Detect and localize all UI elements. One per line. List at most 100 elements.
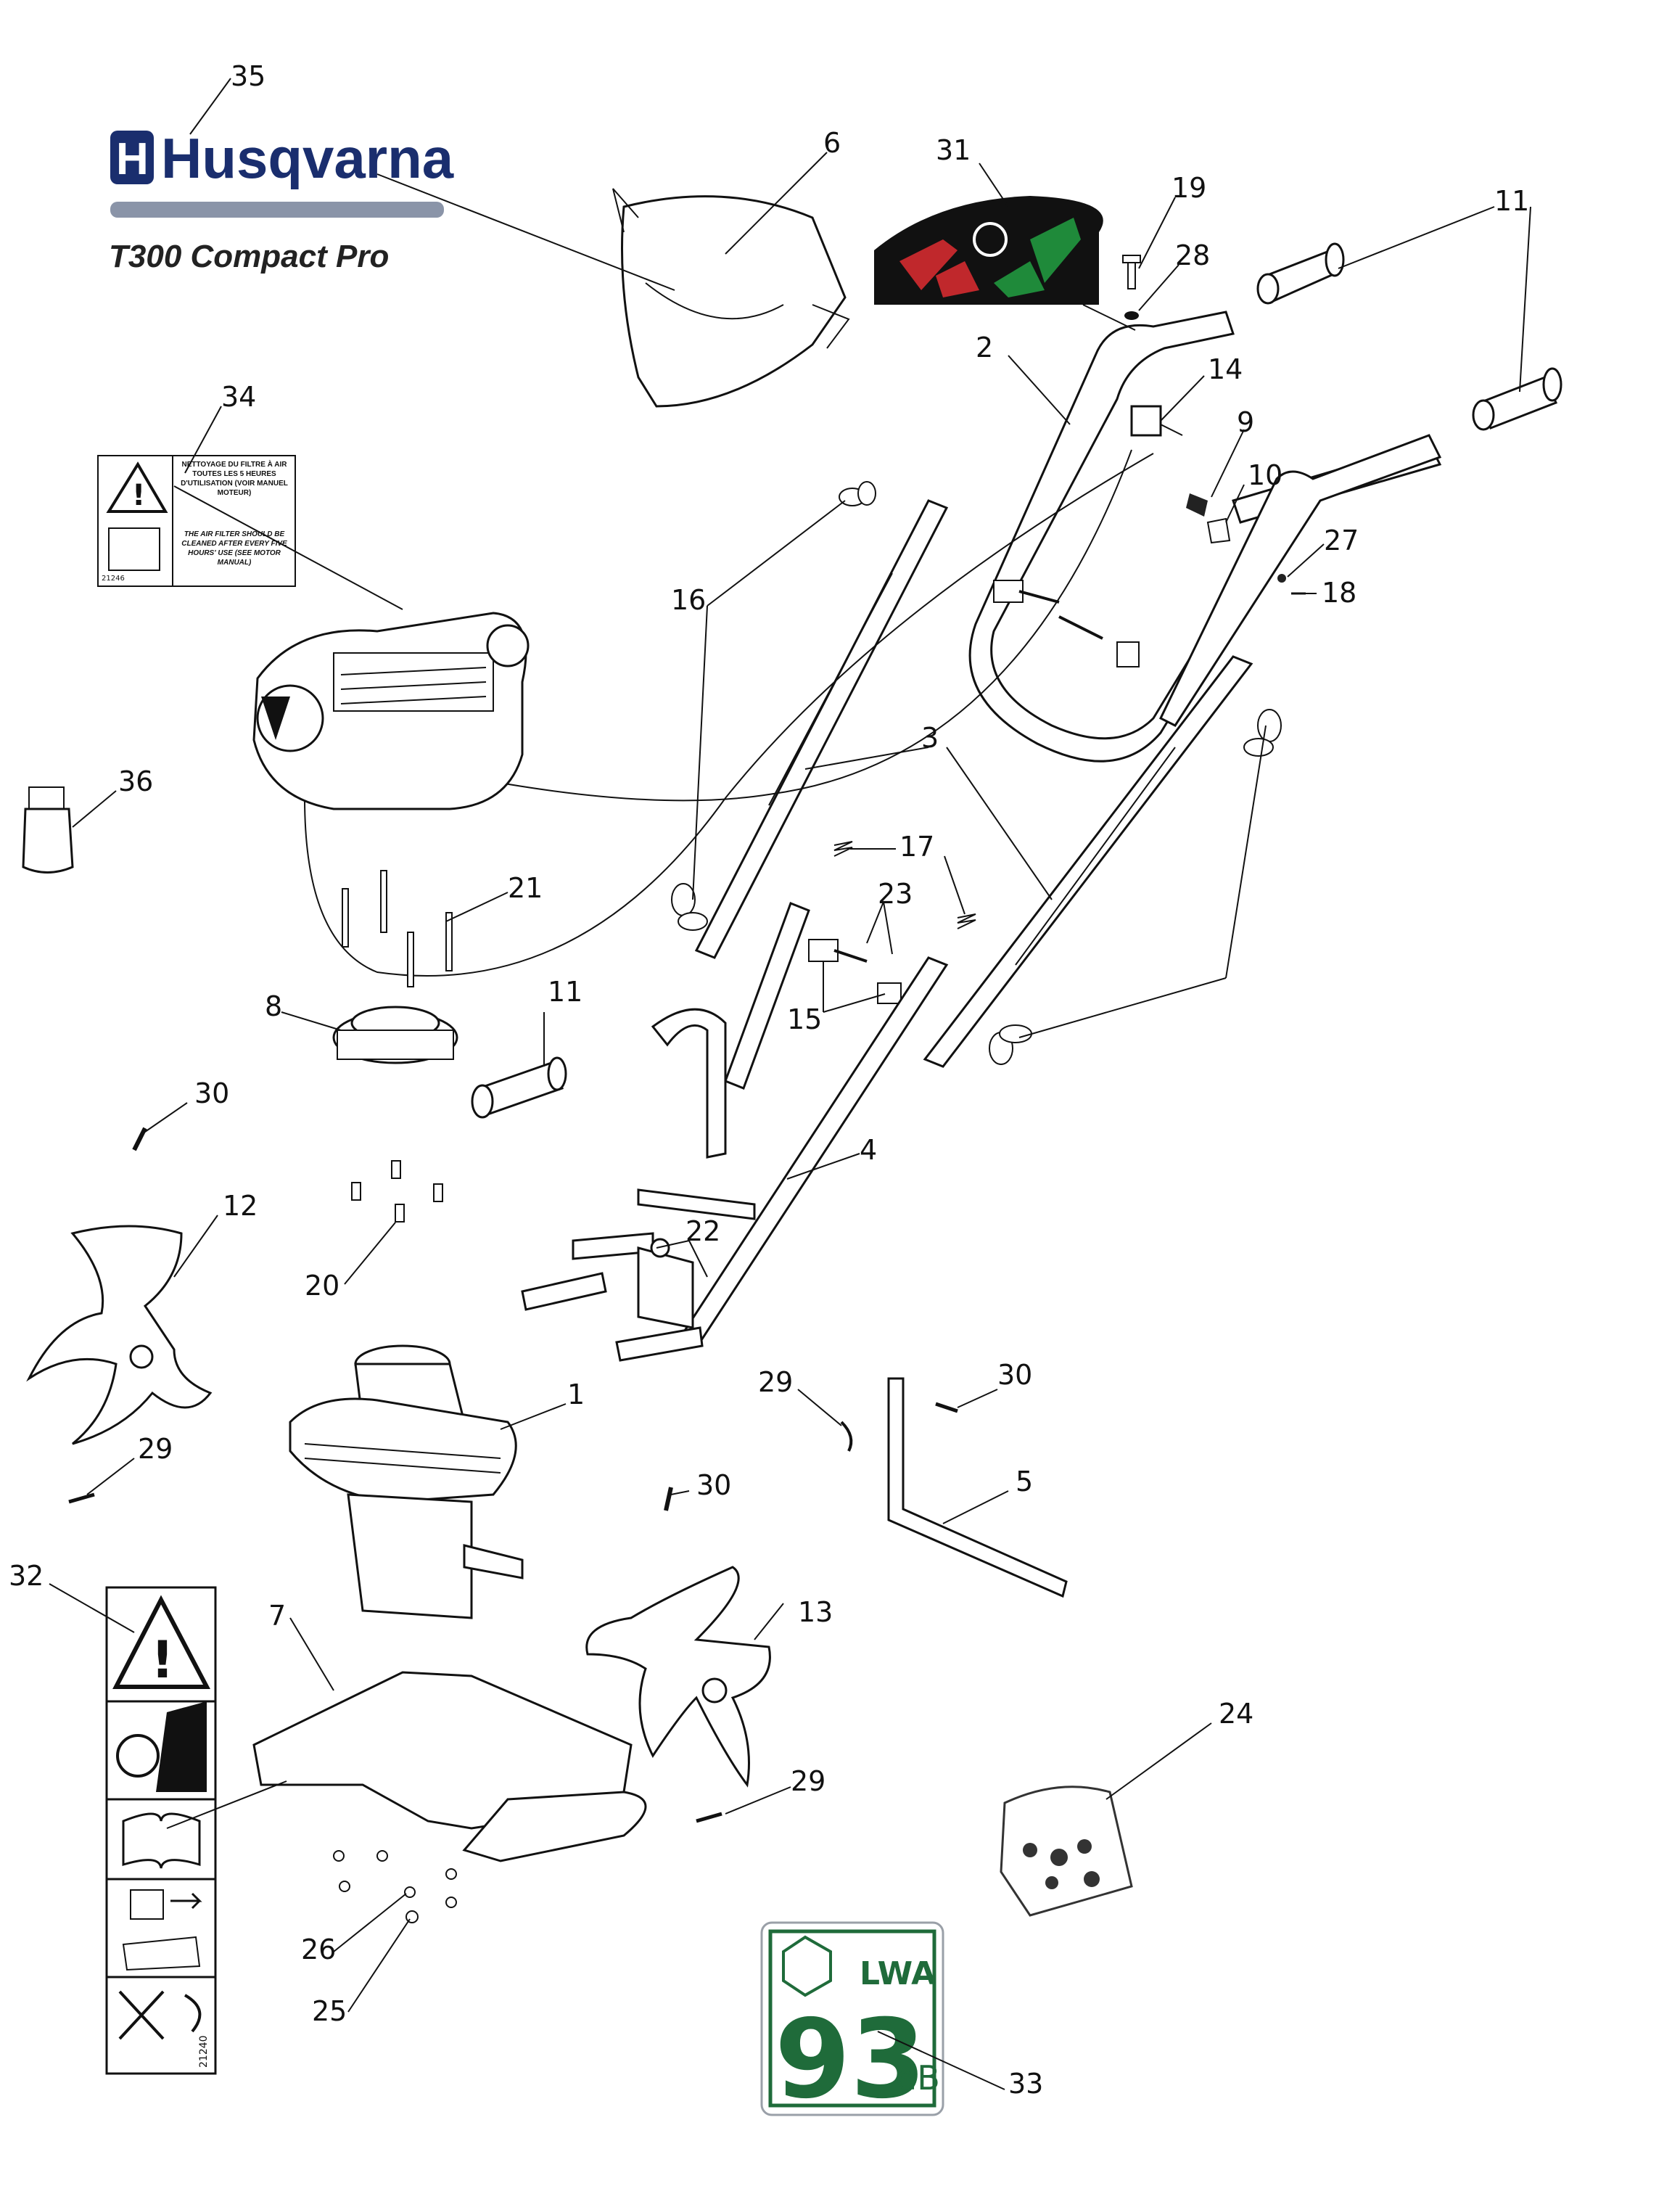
callout-30: 30 — [997, 1359, 1032, 1391]
callout-31: 31 — [936, 134, 971, 166]
svg-text:21240: 21240 — [198, 2035, 210, 2068]
part-21-bolts — [342, 870, 453, 987]
part-7-shield — [252, 1671, 647, 1862]
callout-32: 32 — [9, 1560, 44, 1592]
callout-10: 10 — [1248, 459, 1282, 491]
part-4-lower-frame — [521, 902, 949, 1362]
callout-20: 20 — [305, 1270, 339, 1302]
filter-icon — [108, 527, 160, 571]
warning-icon — [112, 1595, 210, 1689]
callout-labels: 35 6 31 19 28 11 2 14 9 10 27 18 34 16 3… — [9, 60, 1529, 2100]
part-19-screw — [1122, 255, 1141, 289]
part-10-bracket — [1206, 517, 1231, 544]
callout-18: 18 — [1322, 577, 1356, 609]
callout-19: 19 — [1172, 172, 1206, 204]
callout-35: 35 — [231, 60, 265, 92]
svg-text:93: 93 — [775, 1997, 926, 2123]
part-8-ring — [332, 1006, 458, 1064]
part-16-wingnut-c — [1243, 709, 1282, 757]
part-3-tube-right — [923, 655, 1253, 1068]
callout-5: 5 — [1016, 1466, 1033, 1497]
callout-30: 30 — [696, 1469, 731, 1501]
part-17-springs — [833, 841, 976, 929]
callout-29: 29 — [758, 1366, 793, 1398]
part-30-pin-c — [664, 1487, 673, 1511]
part-30-pin-a — [132, 1127, 147, 1151]
callout-11: 11 — [548, 976, 582, 1008]
engine-assembly — [252, 612, 530, 810]
hand-tine-icon — [156, 1701, 207, 1792]
callout-26: 26 — [301, 1934, 336, 1965]
part-11-grip-b — [1472, 367, 1562, 431]
part-6-cover — [612, 188, 850, 408]
callout-16: 16 — [671, 584, 706, 616]
part-29-clip-b — [840, 1421, 853, 1452]
callout-11: 11 — [1494, 185, 1529, 217]
callout-8: 8 — [265, 990, 282, 1022]
husqvarna-logo: H Husqvarna T300 Compact Pro — [109, 126, 454, 274]
callout-2: 2 — [976, 332, 993, 363]
part-11-grip-c — [471, 1056, 567, 1119]
callout-36: 36 — [118, 765, 153, 797]
part-29-clip-a — [68, 1492, 95, 1504]
part-23-bolt — [833, 949, 868, 963]
callout-17: 17 — [899, 831, 934, 863]
part-12-tine — [26, 1225, 213, 1445]
part-16-wingnut-d — [989, 1024, 1032, 1065]
part-16-wingnut-a — [839, 481, 876, 506]
callout-23: 23 — [878, 878, 913, 910]
callout-30: 30 — [194, 1077, 229, 1109]
callout-12: 12 — [223, 1190, 258, 1222]
part-24-hardware-bag — [1000, 1786, 1133, 1917]
part-13-tine — [585, 1566, 771, 1788]
part-29-clip-c — [696, 1812, 722, 1823]
brand-name: Husqvarna — [161, 126, 454, 190]
part-32-decal: ! 21240 — [105, 1586, 217, 2075]
cable-loop — [464, 449, 1132, 802]
callout-13: 13 — [798, 1596, 833, 1628]
callout-9: 9 — [1237, 406, 1254, 438]
model-name: T300 Compact Pro — [109, 239, 389, 274]
callout-29: 29 — [138, 1433, 173, 1465]
part-15-clamp-a — [808, 939, 839, 962]
callout-4: 4 — [860, 1134, 877, 1166]
callout-3: 3 — [921, 722, 939, 754]
callout-15: 15 — [787, 1003, 822, 1035]
part-1-gearbox — [289, 1344, 524, 1619]
handle-bolts — [993, 580, 1140, 667]
decal-34-french-text: NETTOYAGE DU FILTRE À AIR TOUTES LES 5 H… — [181, 461, 288, 497]
part-28-washer — [1124, 311, 1139, 320]
part-16-wingnut-b — [671, 883, 708, 931]
callout-7: 7 — [268, 1600, 286, 1632]
part-9-lever — [1186, 493, 1208, 517]
manual-icon — [122, 1812, 201, 1869]
part-3-tube-left — [694, 499, 949, 959]
callout-1: 1 — [567, 1378, 585, 1410]
callout-22: 22 — [685, 1215, 720, 1247]
callout-6: 6 — [823, 127, 841, 159]
callout-14: 14 — [1208, 353, 1243, 385]
warning-icon — [106, 461, 168, 513]
filter-icon — [130, 1889, 164, 1920]
callout-34: 34 — [221, 381, 256, 413]
svg-text:!: ! — [151, 1630, 174, 1690]
part-33-decal: LWA 93 dB — [760, 1921, 944, 2123]
part-5-stand — [887, 1377, 1068, 1598]
sound-icon — [782, 1935, 832, 1997]
svg-text:LWA: LWA — [860, 1955, 936, 1992]
part-34-decal: ! 21246 — [97, 455, 296, 587]
part-14-clamp — [1130, 405, 1162, 437]
part-27-nut — [1277, 574, 1286, 583]
part-26-nuts — [333, 1850, 457, 1908]
svg-text:!: ! — [132, 479, 145, 512]
svg-text:dB: dB — [896, 2058, 940, 2097]
callout-25: 25 — [312, 1995, 347, 2027]
callout-28: 28 — [1175, 239, 1210, 271]
part-20-screws — [351, 1160, 443, 1223]
callout-27: 27 — [1324, 525, 1359, 556]
no-reverse-icon — [118, 1990, 165, 2040]
part-15-clamp-b — [877, 982, 902, 1004]
callout-21: 21 — [508, 872, 543, 904]
callout-29: 29 — [791, 1765, 825, 1797]
